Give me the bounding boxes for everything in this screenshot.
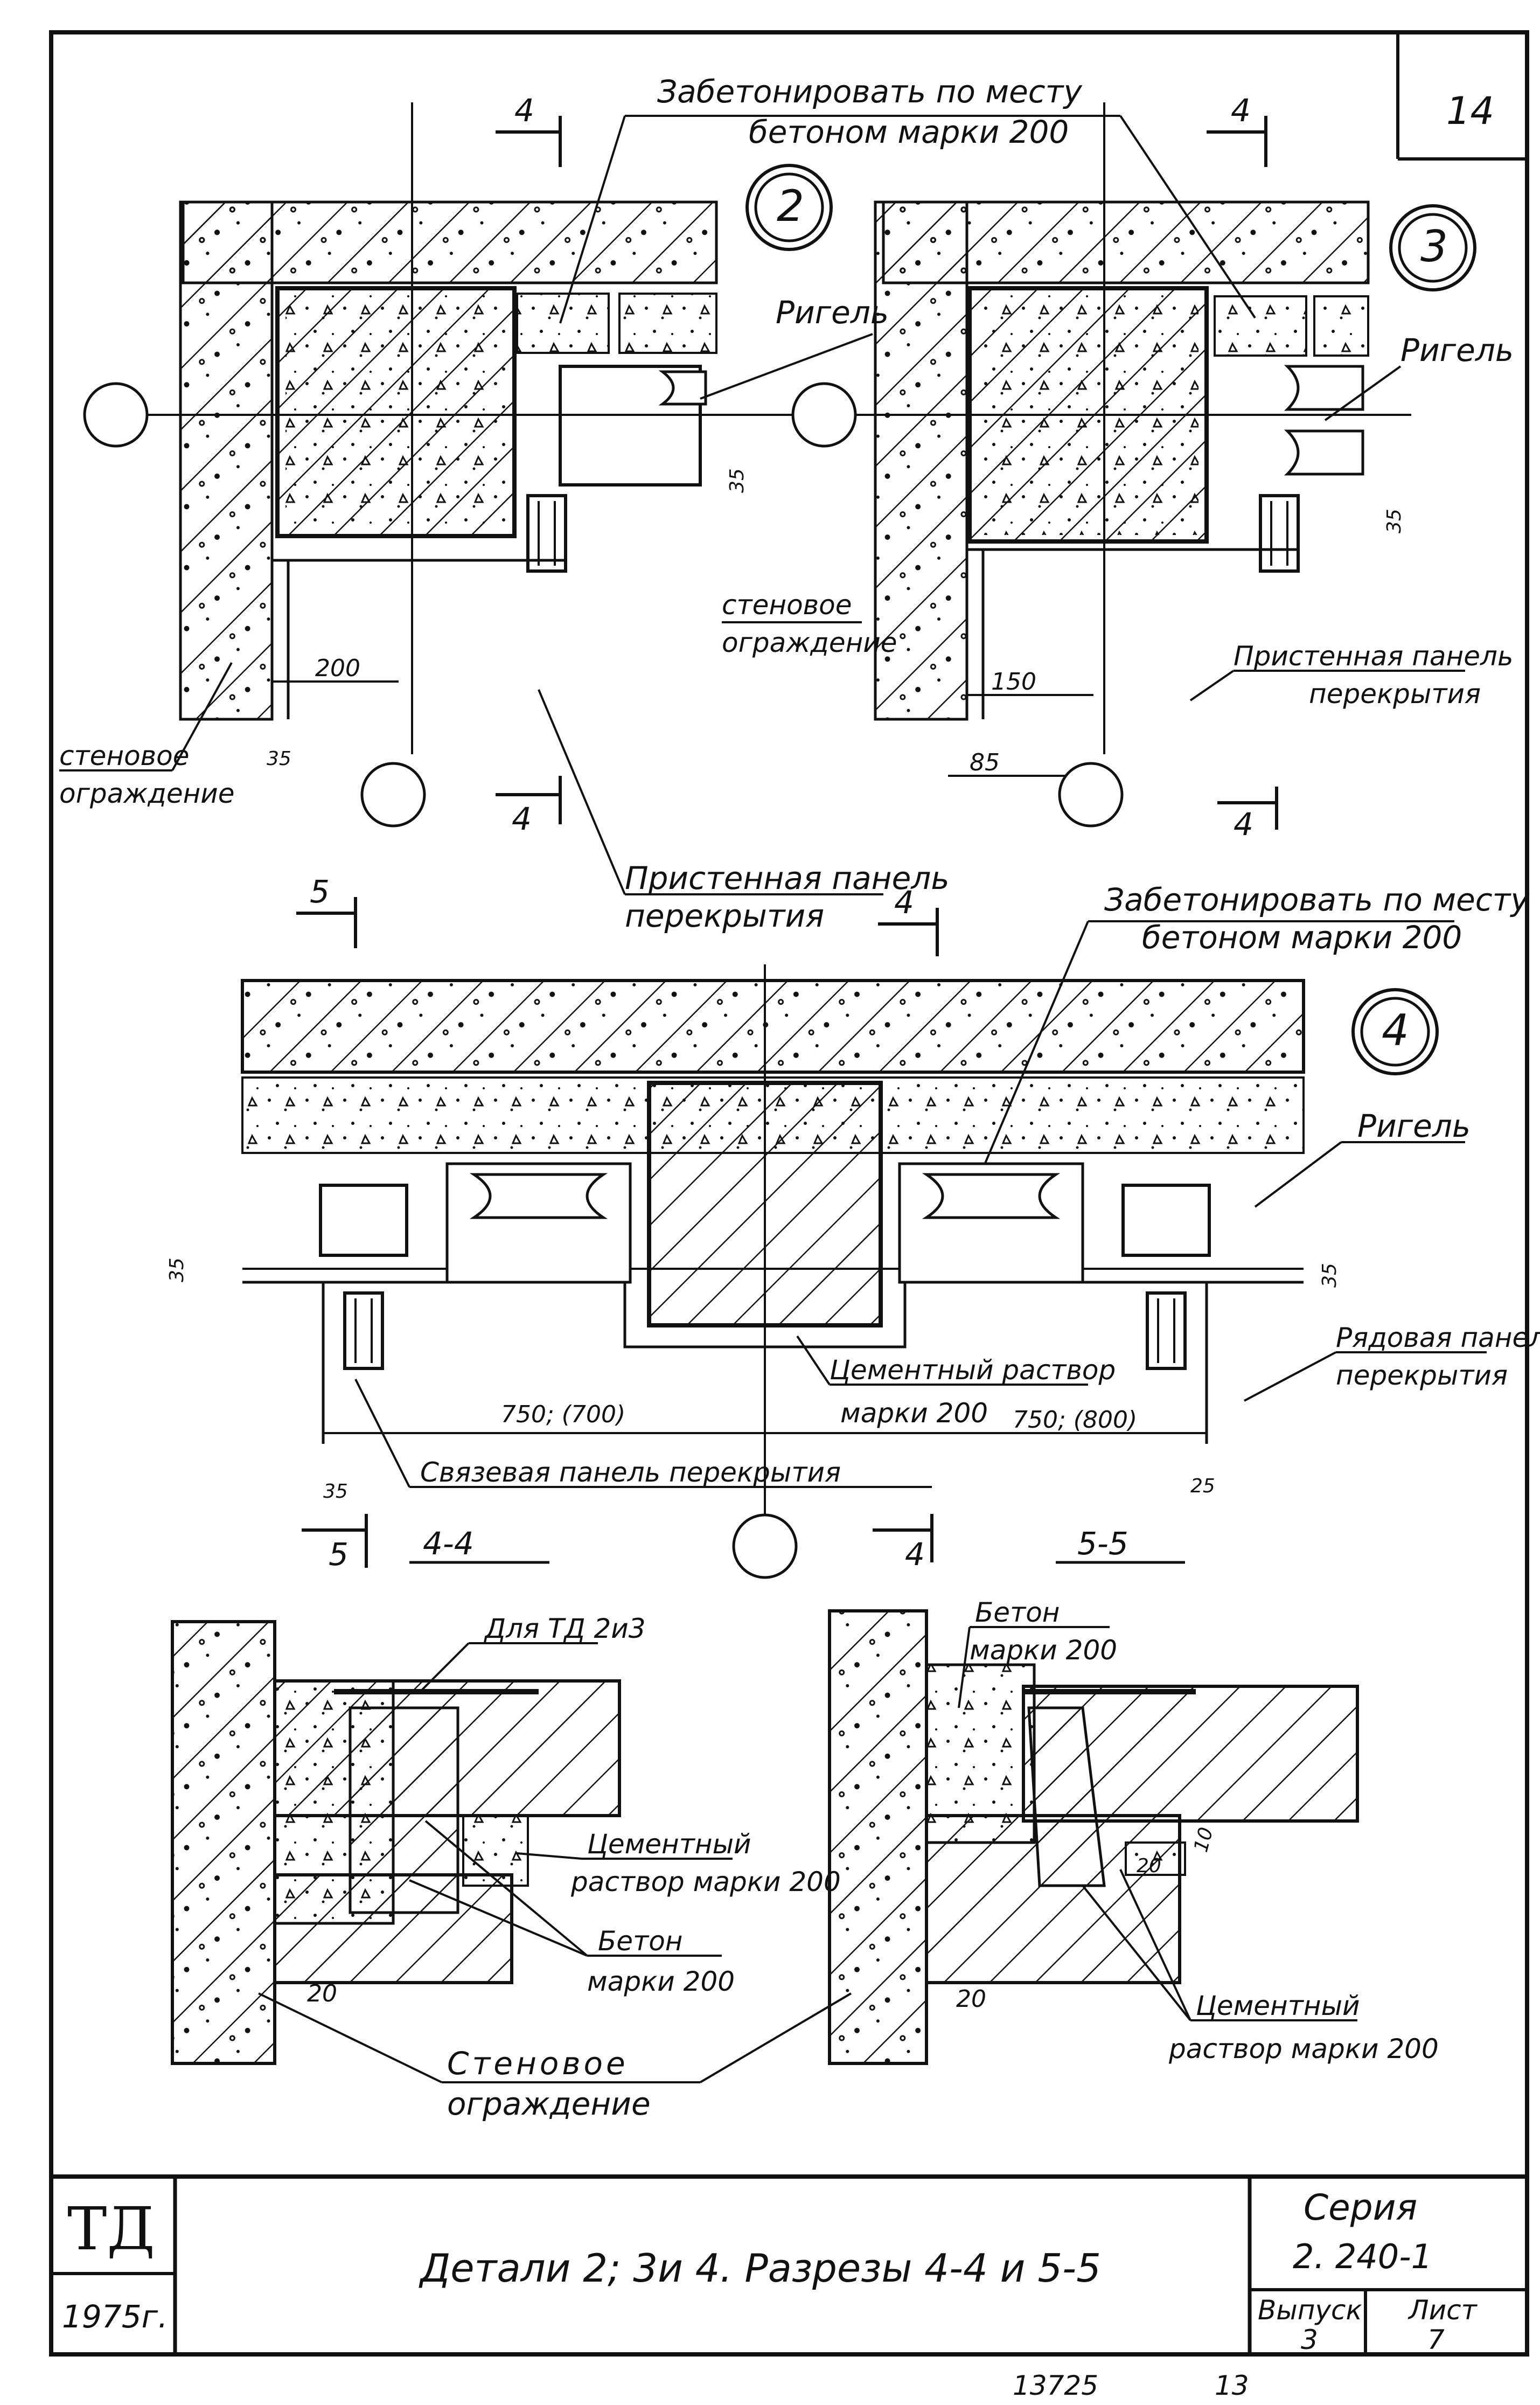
cement-a-1: Цементный: [587, 1829, 751, 1860]
detail-4-drawing: [241, 964, 1305, 1579]
sheet-label: Лист: [1407, 2295, 1478, 2326]
detail-4-mark-label: 4: [1382, 1005, 1409, 1055]
section-5-mark-bottom: [302, 1514, 933, 1568]
wall-label-b-1: стеновое: [722, 589, 852, 621]
concrete-b-2: марки 200: [970, 1635, 1117, 1666]
section-4-label-bottom: 4: [905, 1536, 925, 1573]
section-4-label-mid: 4: [894, 884, 914, 921]
issue-label: Выпуск: [1258, 2295, 1362, 2326]
dim-150: 150: [991, 668, 1036, 696]
section-5-label-top: 5: [310, 873, 330, 910]
bottom-number: 13: [1215, 2370, 1249, 2401]
link-panel-label: Связевая панель перекрытия: [420, 1457, 841, 1488]
section-4-label-c: 4: [512, 801, 532, 837]
bottom-code: 13725: [1013, 2370, 1098, 2401]
cement-mid-1: Цементный раствор: [830, 1354, 1116, 1386]
dim-left-750: 750; (700): [501, 1401, 625, 1428]
detail-2-mark: [745, 164, 833, 251]
wall-bottom-1: Стеновое: [447, 2045, 629, 2082]
cement-mid-2: марки 200: [840, 1398, 988, 1429]
dim-right-750: 750; (800): [1013, 1406, 1137, 1434]
rigel-label-mid: Ригель: [1357, 1108, 1471, 1144]
for-td-label: Для ТД 2и3: [484, 1613, 646, 1644]
series-label: Серия: [1304, 2187, 1417, 2228]
dim-10: 10: [1190, 1825, 1217, 1854]
detail-3-mark: [1389, 204, 1476, 291]
rigel-label-b: Ригель: [1400, 332, 1514, 369]
title-block: [51, 2174, 1527, 2354]
detail-4-mark: [1351, 988, 1439, 1075]
row-panel-2: перекрытия: [1336, 1360, 1508, 1391]
page-number: 14: [1446, 89, 1494, 133]
concrete-a-1: Бетон: [598, 1926, 682, 1957]
dim-85: 85: [970, 749, 1000, 776]
dim-20-a: 20: [307, 1980, 337, 2007]
cement-b-1: Цементный: [1196, 1990, 1360, 2021]
dim-35-b: 35: [726, 468, 748, 493]
callout-mid-2: бетоном марки 200: [1142, 919, 1462, 956]
section-4-label-a: 4: [514, 92, 534, 129]
detail-3-drawing: [791, 102, 1411, 828]
sheet-title: Детали 2; 3и 4. Разрезы 4-4 и 5-5: [419, 2246, 1101, 2291]
section-4-label-b: 4: [1231, 92, 1251, 129]
section-5-mark-top: [296, 897, 939, 956]
dim-35-bottom: 35: [323, 1480, 348, 1503]
callout-mid-1: Забетонировать по месту: [1104, 881, 1529, 918]
sheet-frame: [49, 30, 1529, 2357]
wall-label-a-2: ограждение: [59, 778, 235, 809]
panel-mid-1: Пристенная панель: [625, 860, 950, 896]
wall-label-a-1: стеновое: [59, 740, 189, 771]
detail-2-drawing: [83, 102, 808, 828]
dim-200: 200: [315, 655, 360, 682]
panel-label-b-2: перекрытия: [1309, 678, 1481, 710]
callout-top-line2: бетоном марки 200: [749, 114, 1069, 150]
dim-35-right: 35: [1319, 1263, 1341, 1288]
series-value: 2. 240-1: [1293, 2237, 1432, 2276]
panel-mid-2: перекрытия: [625, 898, 824, 934]
section-5-label-bottom: 5: [329, 1536, 349, 1573]
detail-3-mark-label: 3: [1420, 221, 1448, 272]
stamp-td: ТД: [67, 2194, 155, 2263]
callout-leaders-top: [559, 115, 1402, 421]
section-4-label-d: 4: [1234, 806, 1253, 843]
rigel-label-a: Ригель: [776, 294, 889, 331]
wall-bottom-2: ограждение: [447, 2086, 651, 2122]
dim-35-left: 35: [166, 1257, 188, 1282]
wall-label-b-2: ограждение: [722, 627, 897, 658]
callout-top-line1: Забетонировать по месту: [657, 73, 1082, 110]
detail-2-mark-label: 2: [777, 181, 804, 231]
dim-25: 25: [1190, 1475, 1215, 1497]
section-4-marks-top: [496, 116, 1278, 830]
dim-20-c: 20: [1137, 1855, 1161, 1877]
section-4-4-drawing: [171, 1620, 621, 2065]
section-44-title: 4-4: [423, 1525, 474, 1562]
sheet-value: 7: [1427, 2324, 1445, 2355]
dim-35-a: 35: [267, 748, 291, 770]
panel-label-b-1: Пристенная панель: [1234, 641, 1513, 672]
cement-a-2: раствор марки 200: [570, 1866, 841, 1897]
concrete-a-2: марки 200: [587, 1966, 735, 1997]
dim-35-c: 35: [1383, 509, 1405, 533]
cement-b-2: раствор марки 200: [1168, 2033, 1439, 2065]
row-panel-1: Рядовая панель: [1336, 1322, 1540, 1353]
section-55-title: 5-5: [1077, 1525, 1128, 1562]
stamp-year: 1975г.: [62, 2298, 168, 2335]
dim-20-b: 20: [956, 1985, 986, 2013]
issue-value: 3: [1301, 2324, 1318, 2355]
concrete-b-1: Бетон: [975, 1597, 1060, 1628]
